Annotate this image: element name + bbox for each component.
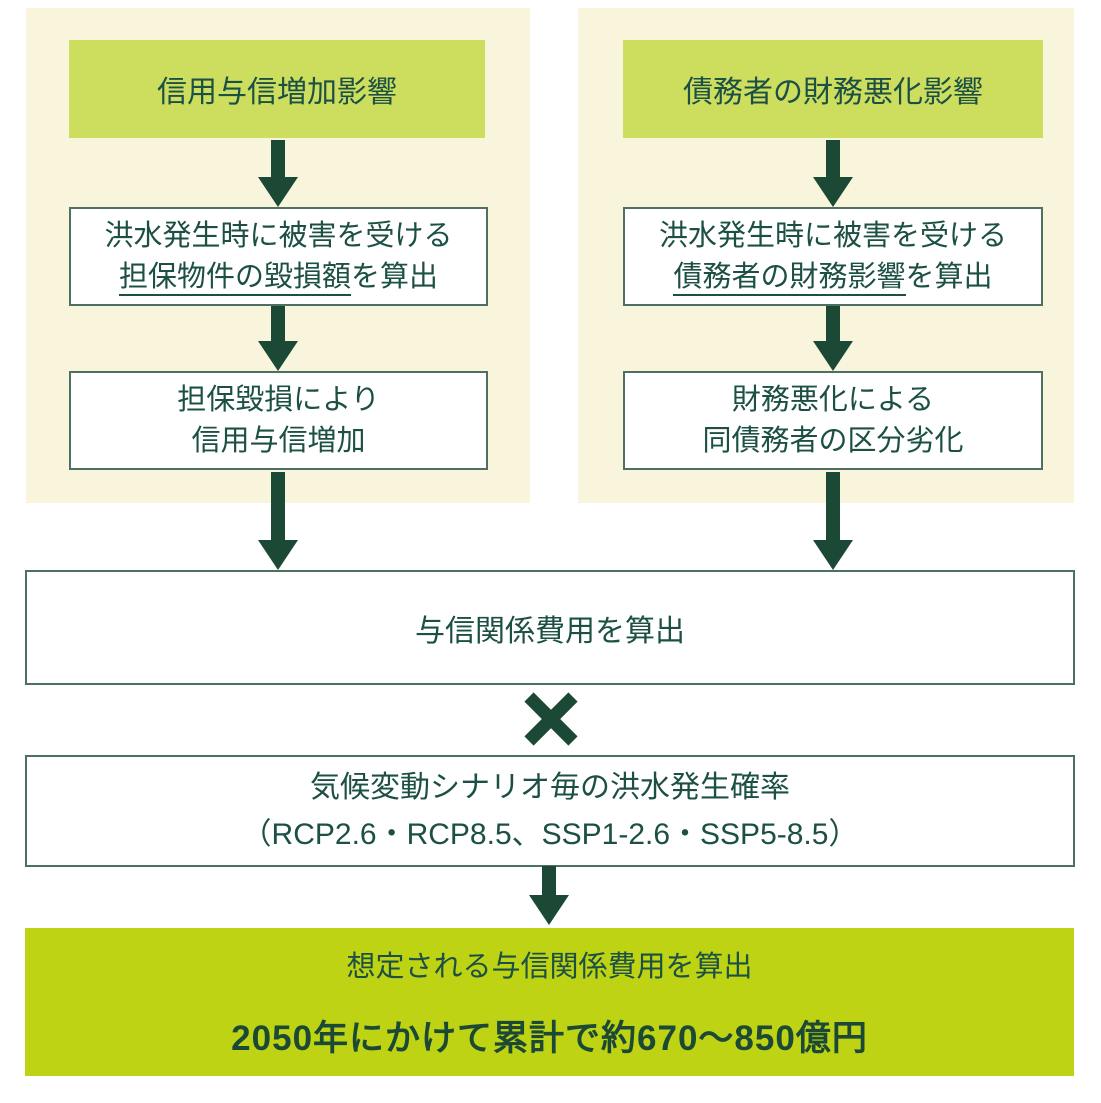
debtor-impact-calc-line1: 洪水発生時に被害を受ける <box>658 219 1007 252</box>
flood-probability-line2: （RCP2.6・RCP8.5、SSP1-2.6・SSP5-8.5） <box>241 818 859 851</box>
flood-probability-line1: 気候変動シナリオ毎の洪水発生確率 <box>310 771 790 804</box>
credit-increase-effect-box: 担保毀損により 信用与信増加 <box>69 371 488 470</box>
result-description: 想定される与信関係費用を算出 <box>346 951 753 983</box>
collateral-damage-calc-box: 洪水発生時に被害を受ける 担保物件の毀損額を算出 <box>69 207 488 306</box>
estimated-credit-cost-result-box: 想定される与信関係費用を算出 2050年にかけて累計で約670～850億円 <box>25 928 1074 1076</box>
down-arrow-icon <box>813 472 853 570</box>
credit-increase-effect-line2: 信用与信増加 <box>191 424 366 457</box>
down-arrow-icon <box>258 140 298 207</box>
flood-probability-box: 気候変動シナリオ毎の洪水発生確率 （RCP2.6・RCP8.5、SSP1-2.6… <box>25 755 1075 867</box>
result-amount: 2050年にかけて累計で約670～850億円 <box>231 1019 868 1058</box>
debtor-impact-underlined-text: 債務者の財務影響 <box>673 260 906 296</box>
financial-deterioration-header-label: 債務者の財務悪化影響 <box>683 76 983 109</box>
credit-increase-header-label: 信用与信増加影響 <box>157 76 397 109</box>
down-arrow-icon <box>813 140 853 207</box>
debtor-impact-suffix: を算出 <box>905 260 993 293</box>
financial-deterioration-header: 債務者の財務悪化影響 <box>623 40 1043 138</box>
credit-cost-box: 与信関係費用を算出 <box>25 570 1075 685</box>
down-arrow-icon <box>258 472 298 570</box>
credit-increase-header: 信用与信増加影響 <box>69 40 485 138</box>
down-arrow-icon <box>529 866 569 925</box>
credit-cost-label: 与信関係費用を算出 <box>415 614 685 648</box>
collateral-damage-calc-line1: 洪水発生時に被害を受ける <box>104 219 453 252</box>
down-arrow-icon <box>258 306 298 371</box>
rating-downgrade-effect-box: 財務悪化による 同債務者の区分劣化 <box>623 371 1043 470</box>
multiply-icon <box>521 689 581 749</box>
collateral-damage-calc-line2: 担保物件の毀損額を算出 <box>118 257 439 298</box>
collateral-damage-underlined-text: 担保物件の毀損額 <box>118 260 351 296</box>
rating-downgrade-effect-line1: 財務悪化による <box>731 383 935 416</box>
credit-increase-effect-line1: 担保毀損により <box>177 383 380 416</box>
debtor-impact-calc-line2: 債務者の財務影響を算出 <box>673 257 993 298</box>
multiply-icon-svg <box>524 692 578 746</box>
down-arrow-icon <box>813 306 853 371</box>
collateral-damage-suffix: を算出 <box>351 260 439 293</box>
rating-downgrade-effect-line2: 同債務者の区分劣化 <box>702 424 964 457</box>
debtor-impact-calc-box: 洪水発生時に被害を受ける 債務者の財務影響を算出 <box>623 207 1043 306</box>
